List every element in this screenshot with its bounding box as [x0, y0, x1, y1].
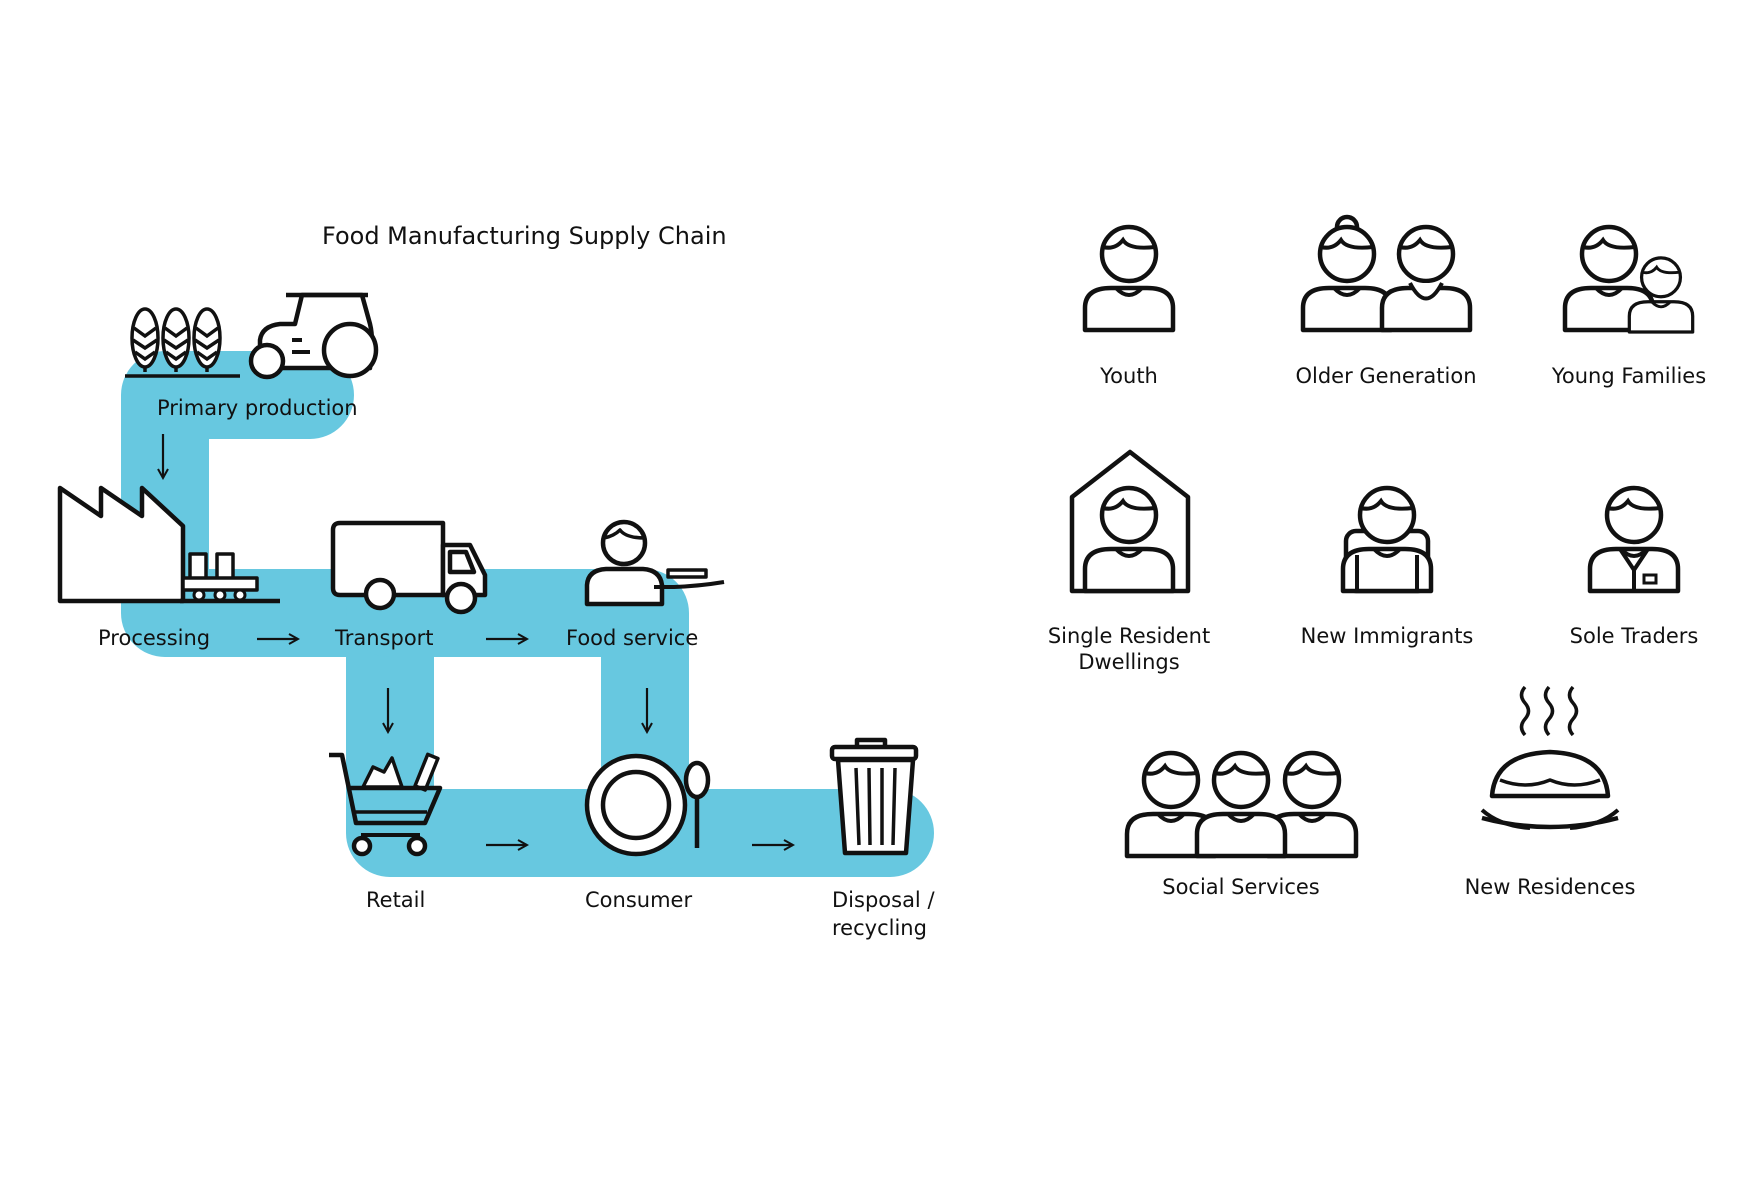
stage-label-disposal: Disposal /	[832, 888, 935, 912]
single-resident-dwellings-icon	[1069, 449, 1191, 594]
stage-label-food-service: Food service	[566, 626, 699, 650]
supply-chain-path	[121, 351, 934, 877]
waiter-icon	[584, 519, 725, 607]
persona-label-older-generation: Older Generation	[1295, 364, 1477, 388]
plate-icon	[584, 753, 711, 857]
wheat-icon	[125, 307, 240, 378]
persona-label-new-immigrants: New Immigrants	[1300, 624, 1474, 648]
new-immigrants-icon	[1343, 488, 1431, 594]
stage-label-consumer: Consumer	[585, 888, 693, 912]
older-generation-icon	[1303, 214, 1470, 330]
tractor-icon	[248, 292, 379, 380]
persona-label-dwellings: Dwellings	[1078, 650, 1180, 674]
trash-can-icon	[829, 737, 919, 856]
new-residences-icon	[1480, 685, 1620, 830]
young-families-icon	[1565, 227, 1695, 334]
social-services-icon	[1127, 753, 1356, 856]
persona-label-sole-traders: Sole Traders	[1569, 624, 1699, 648]
supply-chain-title: Food Manufacturing Supply Chain	[322, 222, 727, 250]
persona-label-young-families: Young Families	[1551, 364, 1707, 388]
flow-arrows	[163, 434, 793, 845]
persona-label-single-resident: Single Resident	[1047, 624, 1211, 648]
persona-label-new-residences: New Residences	[1464, 875, 1636, 899]
stage-label-transport: Transport	[335, 626, 434, 650]
factory-icon	[57, 485, 280, 604]
youth-icon	[1085, 227, 1173, 330]
truck-icon	[330, 520, 488, 615]
persona-label-social-services: Social Services	[1162, 875, 1320, 899]
sole-traders-icon	[1590, 488, 1678, 591]
stage-label-processing: Processing	[98, 626, 211, 650]
stage-label-recycling: recycling	[832, 916, 927, 940]
stage-label-primary-production: Primary production	[157, 396, 358, 420]
stage-label-retail: Retail	[366, 888, 426, 912]
shopping-cart-icon	[329, 752, 443, 857]
persona-label-youth: Youth	[1100, 364, 1158, 388]
